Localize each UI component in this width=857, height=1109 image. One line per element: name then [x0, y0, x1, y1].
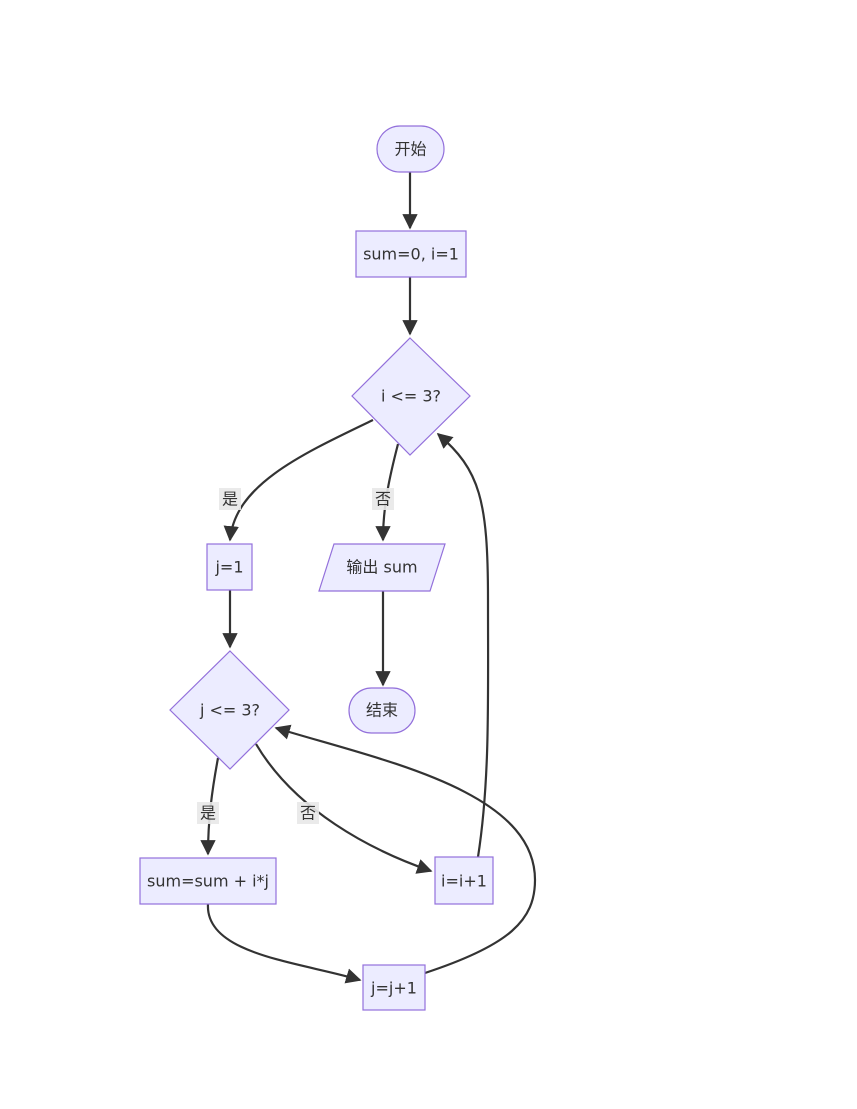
node-end-shape — [348, 687, 416, 734]
label-cond-i-no-text: 否 — [375, 490, 391, 509]
edges — [200, 172, 537, 984]
node-set-j-label: j=1 — [214, 558, 243, 577]
node-init: sum=0, i=1 — [355, 230, 467, 278]
node-cond-i-shape — [351, 337, 471, 456]
edge-cond-i-yes-to-set-j — [223, 419, 374, 542]
label-cond-j-no: 否 — [297, 802, 319, 824]
edge-cond-j-no-to-inc-i — [255, 743, 433, 874]
node-inc-j: j=j+1 — [362, 964, 426, 1011]
label-cond-i-yes-bg — [219, 488, 241, 510]
nodes: 开始 sum=0, i=1 i <= 3? j=1 输出 sum 结束 j <=… — [139, 125, 494, 1011]
label-cond-i-no-bg — [372, 488, 394, 510]
label-cond-i-no: 否 — [372, 488, 394, 510]
node-cond-j-shape — [169, 650, 290, 770]
node-start-shape — [376, 125, 445, 173]
node-output-shape — [318, 543, 446, 592]
node-start-label: 开始 — [394, 140, 426, 159]
node-cond-j: j <= 3? — [169, 650, 290, 770]
node-cond-j-label: j <= 3? — [199, 701, 260, 720]
edge-inc-i-to-cond-i — [436, 432, 490, 858]
node-accumulate-label: sum=sum + i*j — [147, 872, 269, 891]
label-cond-j-yes-text: 是 — [200, 804, 216, 823]
node-init-label: sum=0, i=1 — [363, 245, 459, 264]
node-cond-i-label: i <= 3? — [381, 387, 441, 406]
node-end-label: 结束 — [366, 701, 398, 720]
node-inc-i-shape — [434, 856, 494, 905]
node-end: 结束 — [348, 687, 416, 734]
node-start: 开始 — [376, 125, 445, 173]
node-output-label: 输出 sum — [346, 558, 417, 577]
node-accumulate: sum=sum + i*j — [139, 857, 277, 905]
node-inc-i: i=i+1 — [434, 856, 494, 905]
node-init-shape — [355, 230, 467, 278]
label-cond-j-yes: 是 — [197, 802, 219, 824]
edge-accumulate-to-inc-j — [206, 903, 362, 984]
node-output: 输出 sum — [318, 543, 446, 592]
edge-inc-j-to-cond-j — [274, 724, 537, 975]
node-cond-i: i <= 3? — [351, 337, 471, 456]
node-set-j-shape — [206, 543, 253, 591]
label-cond-i-yes-text: 是 — [222, 490, 238, 509]
node-accumulate-shape — [139, 857, 277, 905]
node-set-j: j=1 — [206, 543, 253, 591]
edge-labels: 是 否 是 否 — [197, 488, 394, 824]
label-cond-i-yes: 是 — [219, 488, 241, 510]
label-cond-j-no-text: 否 — [300, 804, 316, 823]
label-cond-j-yes-bg — [197, 802, 219, 824]
node-inc-j-shape — [362, 964, 426, 1011]
node-inc-j-label: j=j+1 — [370, 979, 417, 998]
node-inc-i-label: i=i+1 — [441, 872, 487, 891]
label-cond-j-no-bg — [297, 802, 319, 824]
